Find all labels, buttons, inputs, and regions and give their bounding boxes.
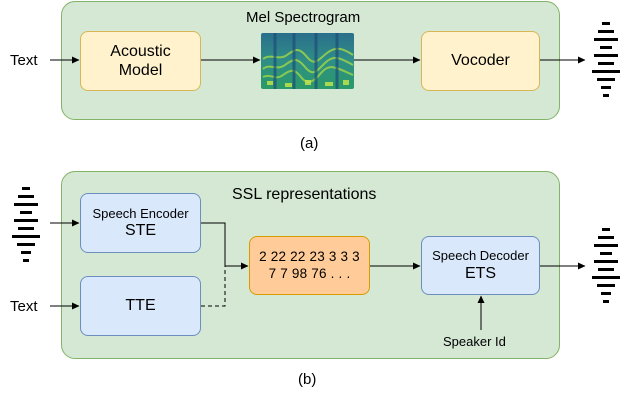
text-encoder-box: TTE <box>80 276 201 336</box>
ssl-representations-label: SSL representations <box>232 186 377 203</box>
speech-encoder-line1: Speech Encoder <box>92 205 189 221</box>
speech-decoder-line2: ETS <box>464 264 497 282</box>
speech-decoder-box: Speech Decoder ETS <box>421 236 540 295</box>
speech-decoder-line1: Speech Decoder <box>432 248 529 264</box>
speech-encoder-line2: STE <box>124 222 157 240</box>
acoustic-model-line2: Model <box>118 62 163 79</box>
discrete-units-box: 2 22 22 23 3 3 3 7 7 98 76 . . . <box>249 236 370 295</box>
waveform-icon <box>12 187 40 262</box>
panel-a-caption: (a) <box>300 135 319 152</box>
vocoder-label: Vocoder <box>451 52 510 70</box>
speech-encoder-box: Speech Encoder STE <box>80 193 201 253</box>
text-encoder-label: TTE <box>125 297 156 315</box>
text-encoder-to-units-dashed-edge <box>201 266 226 307</box>
panel-a-text-input-label: Text <box>10 52 38 69</box>
panel-b-caption: (b) <box>298 371 317 388</box>
panel-b-text-input-label: Text <box>10 298 38 315</box>
vocoder-box: Vocoder <box>421 31 540 91</box>
discrete-units-line2: 7 7 98 76 . . . <box>268 265 351 281</box>
waveform-icon <box>592 22 620 97</box>
mel-spectrogram-label: Mel Spectrogram <box>246 9 361 26</box>
discrete-units-line1: 2 22 22 23 3 3 3 <box>259 249 360 265</box>
acoustic-model-line1: Acoustic <box>110 42 171 60</box>
mel-spectrogram-image <box>261 33 354 89</box>
speaker-id-label: Speaker Id <box>443 334 506 349</box>
waveform-icon <box>592 228 620 303</box>
speech-encoder-to-units-arrow <box>201 222 249 270</box>
acoustic-model-box: Acoustic Model <box>80 31 201 91</box>
